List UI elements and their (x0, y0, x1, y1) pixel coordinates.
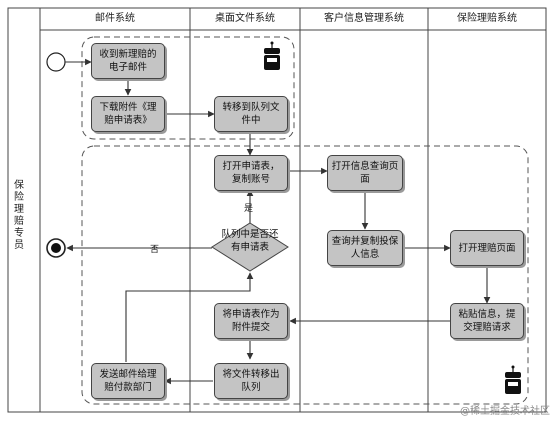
robot-icon (264, 41, 280, 70)
trigger-group (81, 36, 295, 140)
task-paste-submit: 粘贴信息，提交理赔请求 (450, 303, 524, 339)
task-move-to-queue: 转移到队列文件中 (214, 96, 288, 132)
edge-label-yes: 是 (244, 204, 254, 214)
pool-frame (7, 7, 547, 413)
task-open-form: 打开申请表，复制账号 (214, 155, 288, 191)
task-move-out-queue: 将文件转移出队列 (214, 363, 288, 399)
lane-title-crm: 客户信息管理系统 (324, 13, 404, 24)
task-open-crm: 打开信息查询页面 (327, 155, 403, 191)
role-label: 保险理赔专员 (14, 180, 24, 251)
process-group (81, 145, 529, 405)
queue-decision-label: 队列中是否还有申请表 (221, 229, 279, 253)
task-open-claim-page: 打开理赔页面 (450, 230, 524, 266)
lane-title-claims: 保险理赔系统 (457, 13, 517, 24)
start-event (46, 52, 66, 72)
edge-send-to-decision (125, 272, 254, 362)
task-send-email: 发送邮件给理赔付款部门 (91, 363, 165, 399)
task-query-copy: 查询并复制投保人信息 (327, 230, 403, 266)
lane-title-desktop: 桌面文件系统 (215, 13, 275, 24)
task-download-attachment: 下载附件《理赔申请表》 (91, 96, 165, 132)
end-event-core (51, 243, 61, 253)
edge-label-no: 否 (150, 245, 160, 255)
watermark: @稀土掘金技术社区 (460, 406, 550, 417)
queue-decision-diamond (211, 222, 289, 272)
lane-title-mail: 邮件系统 (95, 13, 135, 24)
task-attach-form: 将申请表作为附件提交 (214, 303, 288, 339)
task-receive-email: 收到新理赔的电子邮件 (91, 43, 165, 79)
robot-icon (505, 365, 521, 394)
